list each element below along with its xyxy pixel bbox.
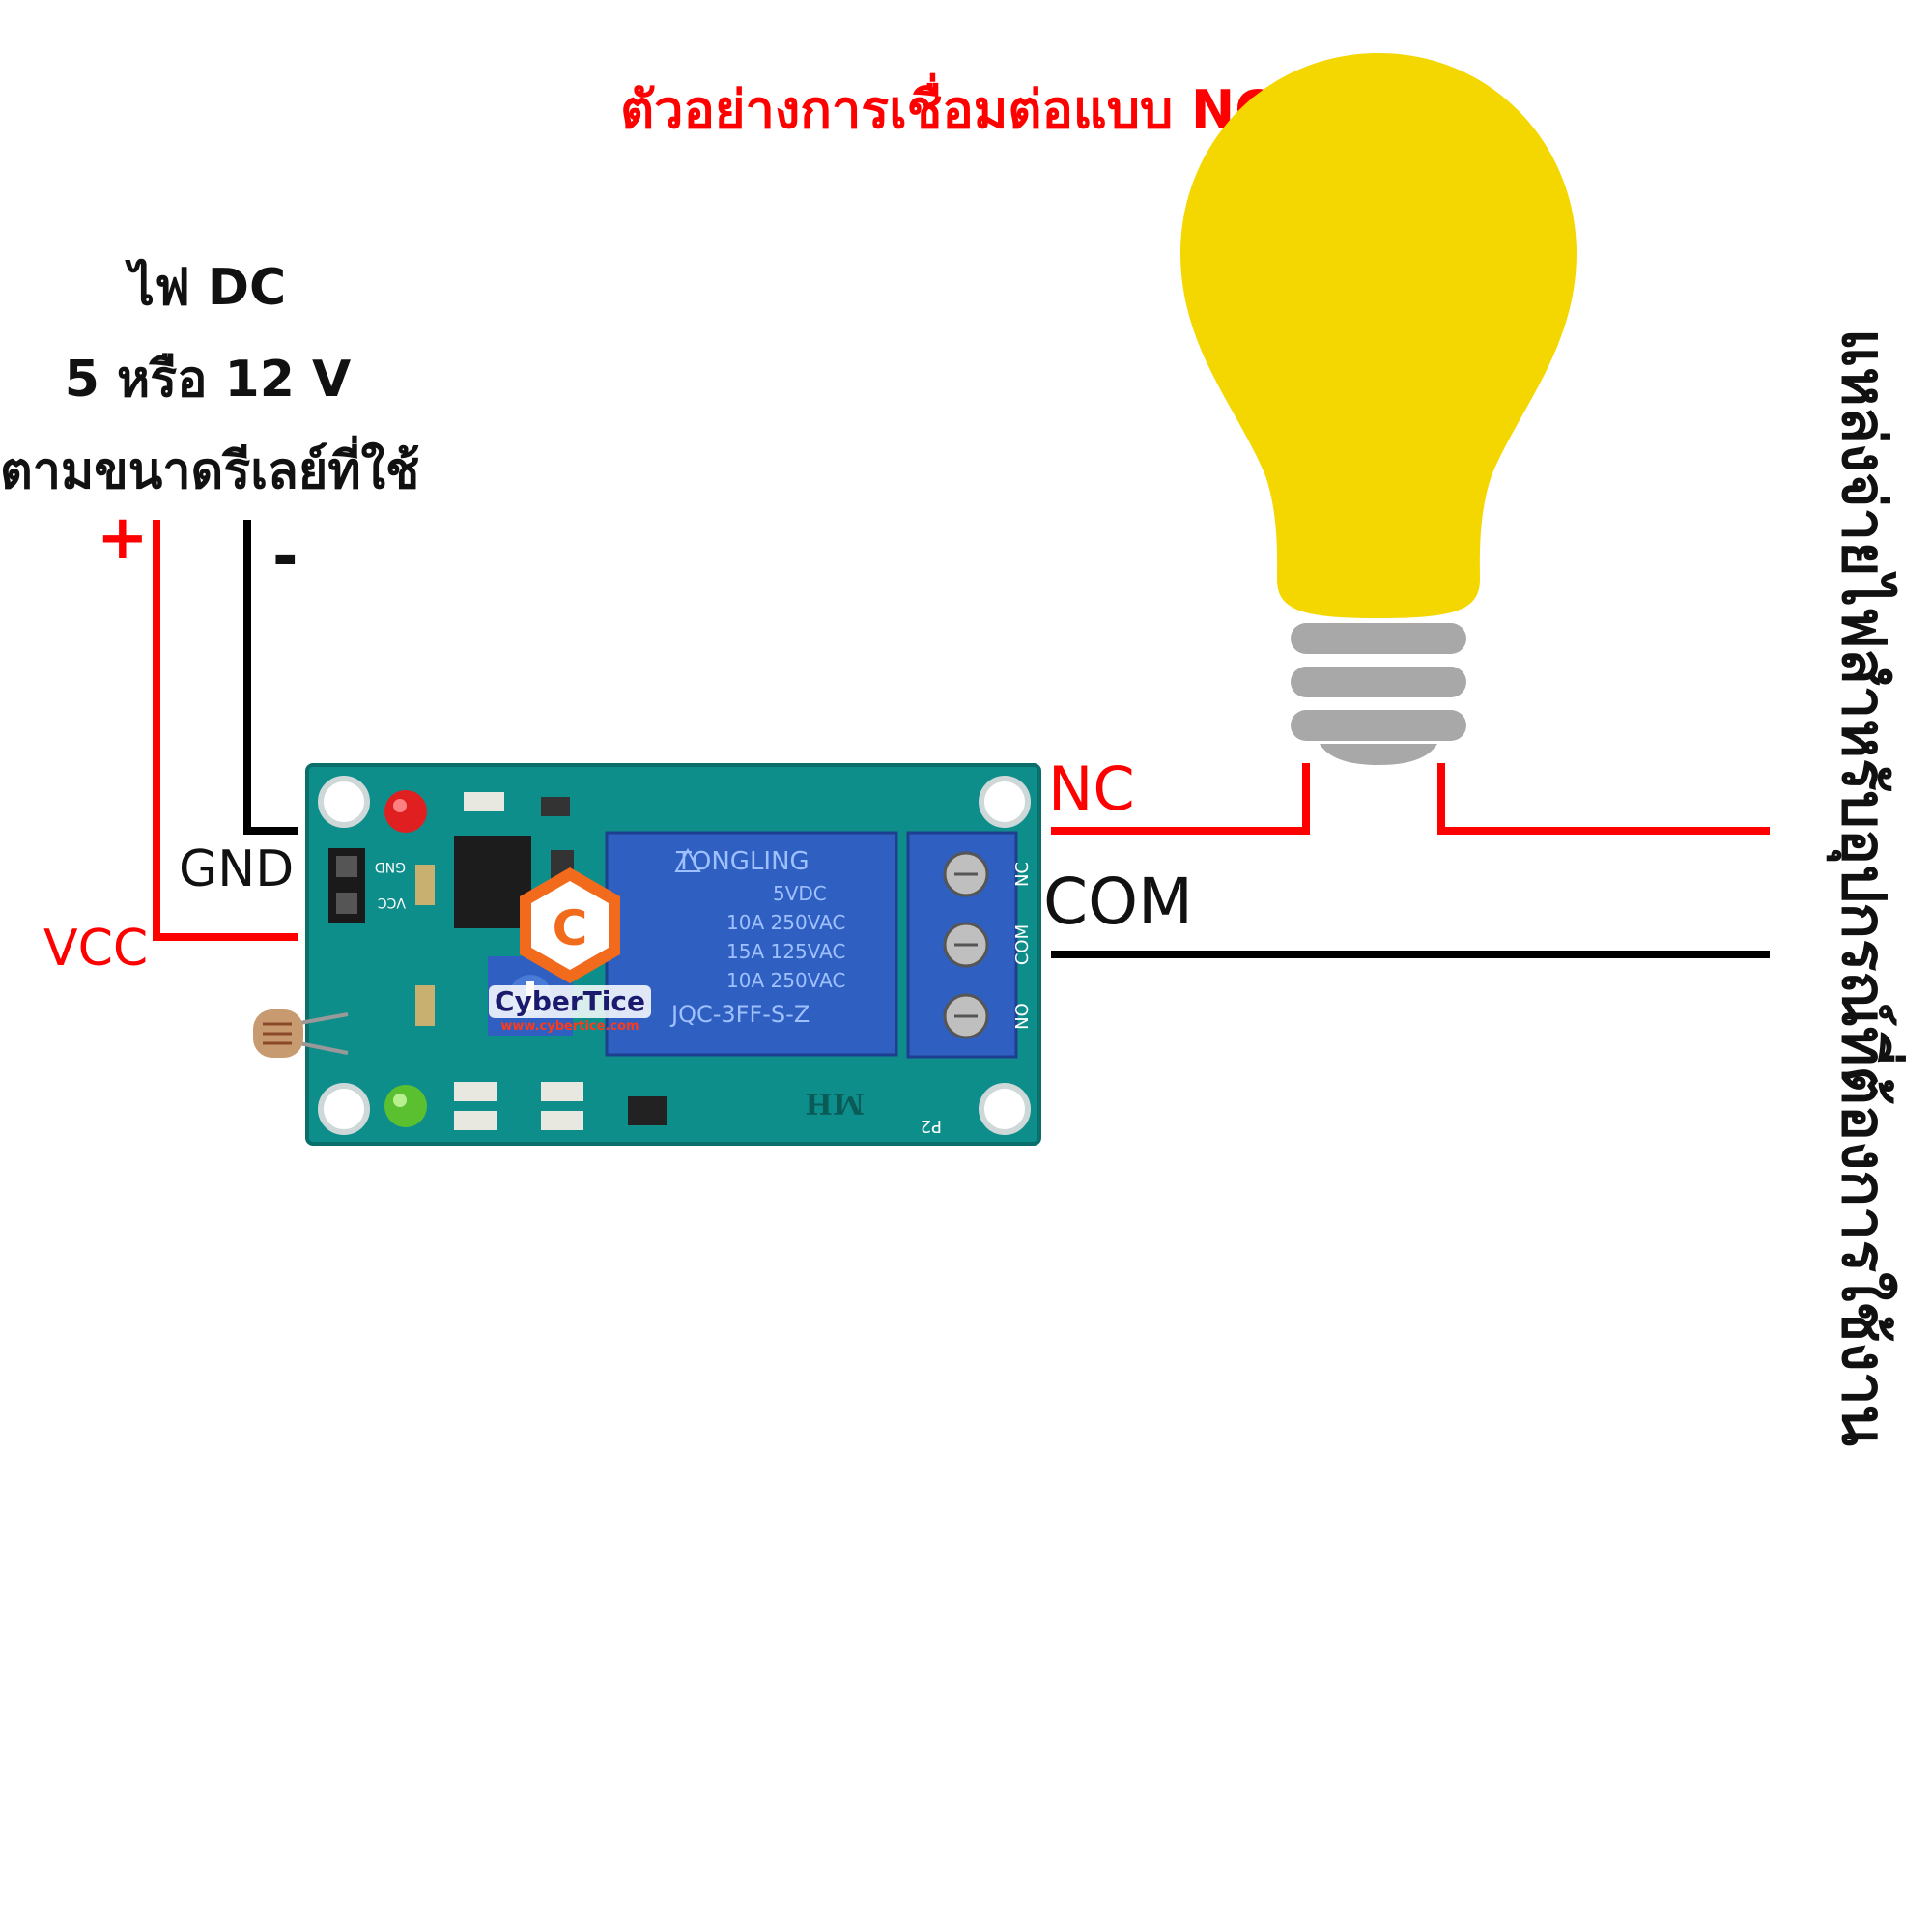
board-mark-p2: P2 (921, 1116, 942, 1136)
diagram-title: ตัวอย่างการเชื่อมต่อแบบ NC (620, 79, 1273, 140)
status-led-icon (384, 1085, 427, 1127)
relay-module-board: GND VCC (253, 763, 1041, 1146)
power-led-icon (384, 790, 427, 833)
logo-name: CyberTice (495, 985, 645, 1017)
relay-component: TONGLING 5VDC 10A 250VAC 15A 125VAC 10A … (605, 831, 898, 1057)
pcb-vcc-text: VCC (378, 895, 406, 910)
vcc-label: VCC (43, 920, 149, 978)
load-power-source-label: แหล่งจ่ายไฟสำหรับอุปกรณ์ที่ต้องการใช้งาน (1829, 328, 1899, 1446)
positive-terminal-label: + (97, 502, 149, 574)
cybertice-logo: C CyberTice www.cybertice.com (489, 867, 651, 1034)
load-return-wire (1437, 763, 1770, 835)
power-supply-line-2: 5 หรือ 12 V (64, 351, 352, 409)
svg-text:C: C (553, 900, 588, 956)
screw-terminal-block: NC COM NO (906, 831, 1033, 1059)
logo-url: www.cybertice.com (500, 1019, 639, 1034)
photoresistor-icon (253, 1009, 349, 1058)
gnd-label: GND (179, 840, 295, 898)
com-label: COM (1043, 865, 1193, 939)
relay-rating-2: 10A 250VAC (726, 911, 845, 934)
terminal-com-text: COM (1012, 924, 1033, 965)
nc-wire (1051, 763, 1310, 835)
relay-rating-3: 15A 125VAC (726, 940, 845, 963)
terminal-nc-text: NC (1012, 862, 1033, 887)
terminal-no-text: NO (1012, 1003, 1033, 1030)
board-mark-mh: MH (805, 1086, 865, 1120)
nc-label: NC (1048, 753, 1135, 824)
relay-rating-1: 5VDC (773, 882, 827, 905)
light-bulb-icon (1180, 53, 1577, 765)
power-supply-line-1: ไฟ DC (128, 259, 287, 317)
relay-model: JQC-3FF-S-Z (669, 1001, 810, 1028)
pcb-gnd-text: GND (375, 859, 406, 874)
vcc-wire (153, 520, 298, 941)
negative-terminal-label: - (272, 522, 298, 593)
ic-chip-icon (454, 836, 531, 928)
relay-rating-4: 10A 250VAC (726, 969, 845, 992)
gnd-wire (243, 520, 298, 835)
power-supply-line-3: ตามขนาดรีเลย์ที่ใช้ (0, 442, 420, 500)
